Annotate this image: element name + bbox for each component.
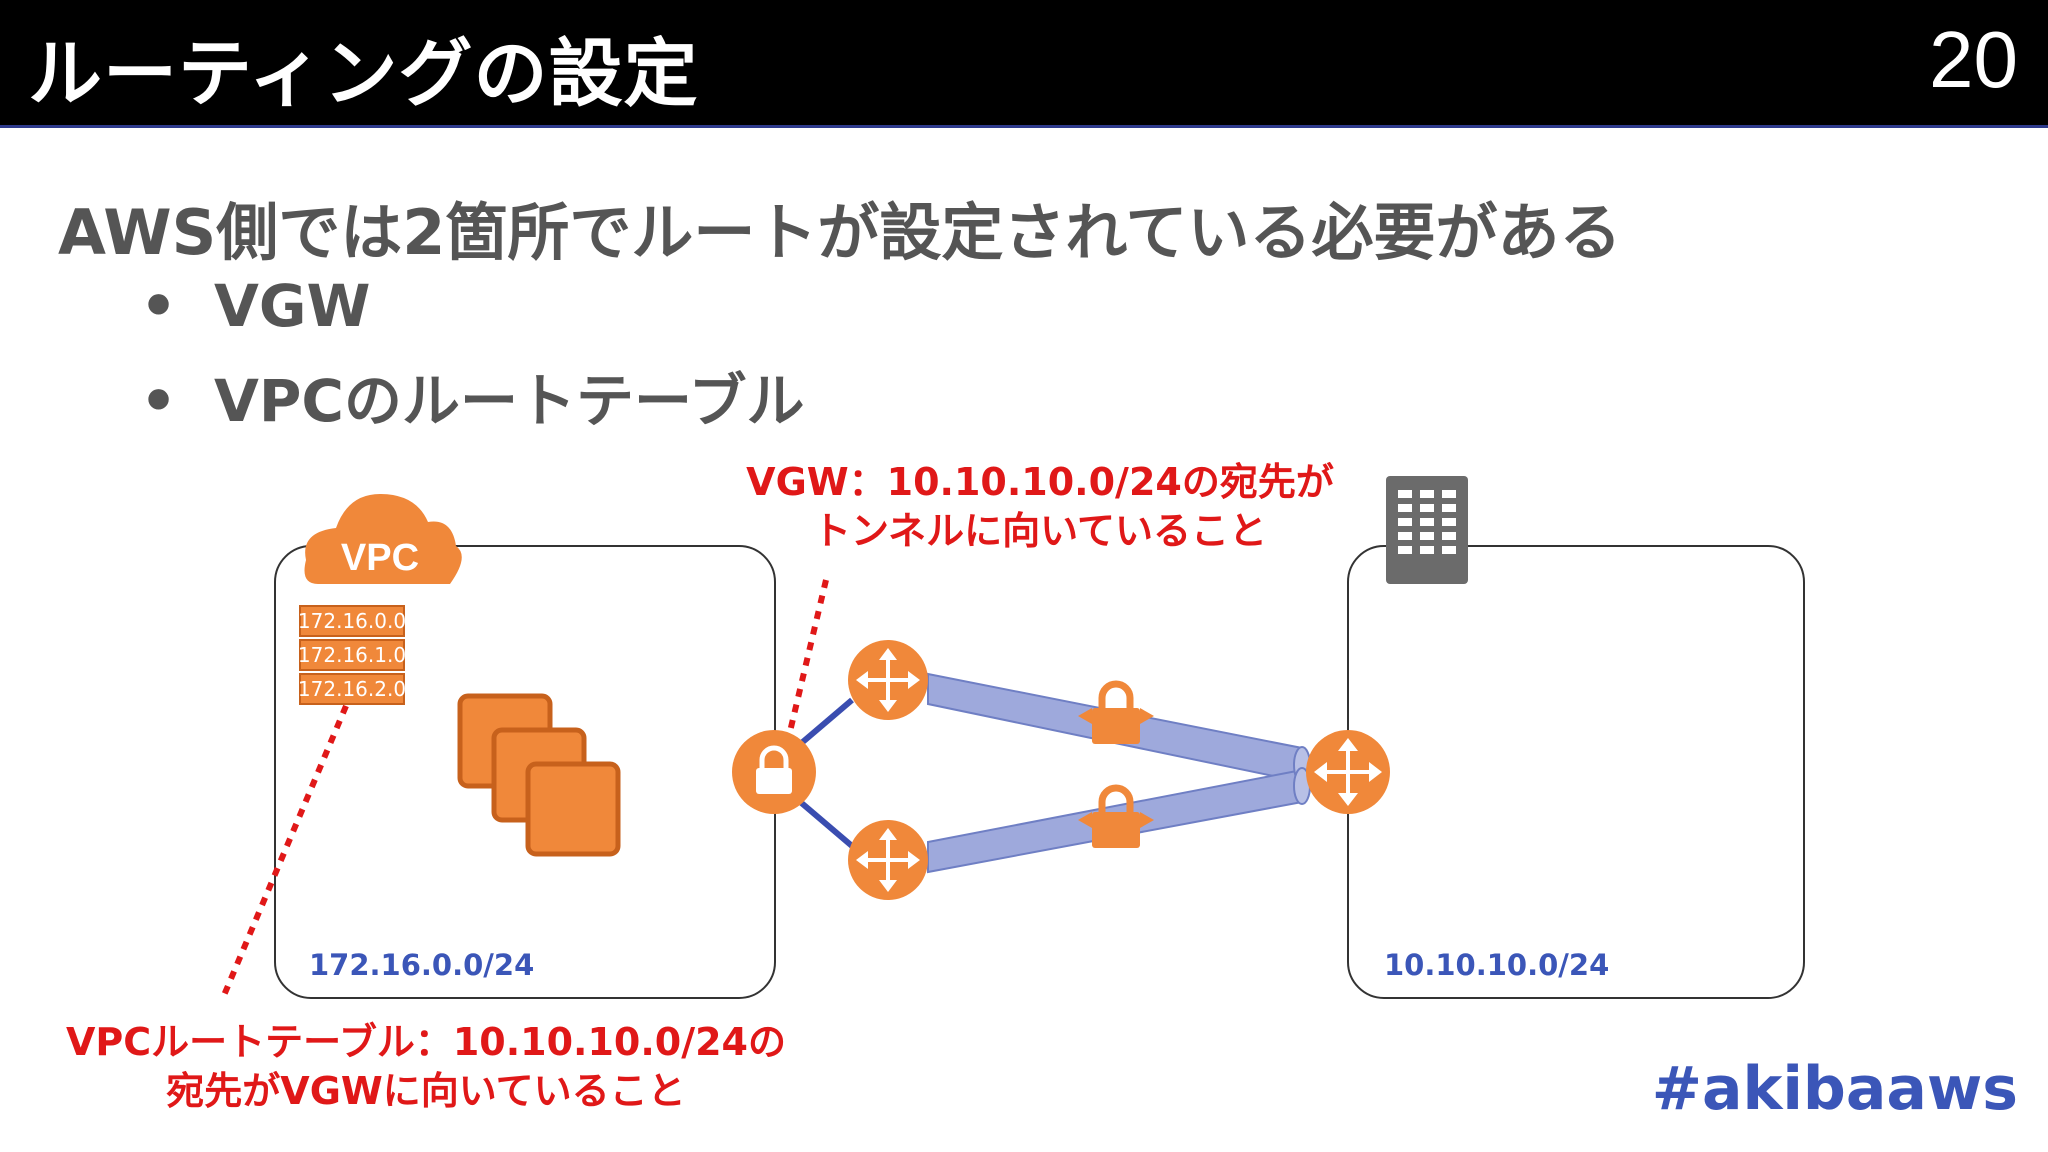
- vpc-note-leader-line: [219, 704, 349, 1002]
- hashtag-label: #akibaaws: [1651, 1054, 2018, 1124]
- tunnel-lock-icon: [1078, 784, 1154, 848]
- bullet-item: • VPCのルートテーブル: [140, 354, 804, 438]
- bullet-text: VGW: [214, 272, 371, 340]
- vgw-note-leader-line: [785, 579, 829, 741]
- route-table-entry: 172.16.2.0: [298, 677, 406, 701]
- route-table-row: [299, 639, 405, 671]
- ec2-instances-icon: [457, 693, 621, 857]
- title-bar: ルーティングの設定 20: [0, 0, 2048, 128]
- slide-heading: AWS側では2箇所でルートが設定されている必要がある: [58, 196, 1622, 269]
- vgw-note-line: トンネルに向いていること: [812, 509, 1268, 554]
- page-number: 20: [1929, 15, 2018, 104]
- route-table-entry: 172.16.1.0: [298, 643, 406, 667]
- bullet-item: • VGW: [140, 272, 370, 340]
- vpc-note-line: VPCルートテーブル：10.10.10.0/24の: [65, 1020, 787, 1064]
- onprem-cidr-label: 10.10.10.0/24: [1384, 948, 1610, 982]
- onprem-router-icon: [1306, 730, 1390, 814]
- vpc-cidr-label: 172.16.0.0/24: [309, 948, 535, 982]
- bullet-text: VPCのルートテーブル: [214, 367, 805, 435]
- customer-router-icon: [848, 820, 928, 900]
- slide-title: ルーティングの設定: [28, 31, 699, 117]
- vpc-route-table-note: VPCルートテーブル：10.10.10.0/24の 宛先がVGWに向いていること: [36, 1018, 816, 1117]
- vpc-cloud-label: VPC: [341, 537, 419, 579]
- tunnel-lock-icon: [1078, 680, 1154, 744]
- onprem-boundary: [1347, 545, 1805, 999]
- route-table-row: [299, 673, 405, 705]
- vgw-lock-icon: [732, 730, 816, 814]
- vpc-note-line: 宛先がVGWに向いていること: [166, 1069, 686, 1114]
- vgw-link: [796, 797, 854, 849]
- vgw-link: [796, 697, 854, 749]
- customer-router-icon: [848, 640, 928, 720]
- vpc-cloud-icon: VPC: [304, 494, 462, 584]
- bullet-marker: •: [140, 367, 178, 435]
- vgw-note-line: VGW：10.10.10.0/24の宛先が: [746, 460, 1334, 504]
- route-table-icon: 172.16.0.0 172.16.1.0 172.16.2.0: [298, 605, 406, 705]
- route-table-row: [299, 605, 405, 637]
- bullet-marker: •: [140, 272, 178, 340]
- datacenter-building-icon: [1386, 476, 1468, 584]
- vgw-route-note: VGW：10.10.10.0/24の宛先が トンネルに向いていること: [720, 458, 1360, 557]
- route-table-entry: 172.16.0.0: [298, 609, 406, 633]
